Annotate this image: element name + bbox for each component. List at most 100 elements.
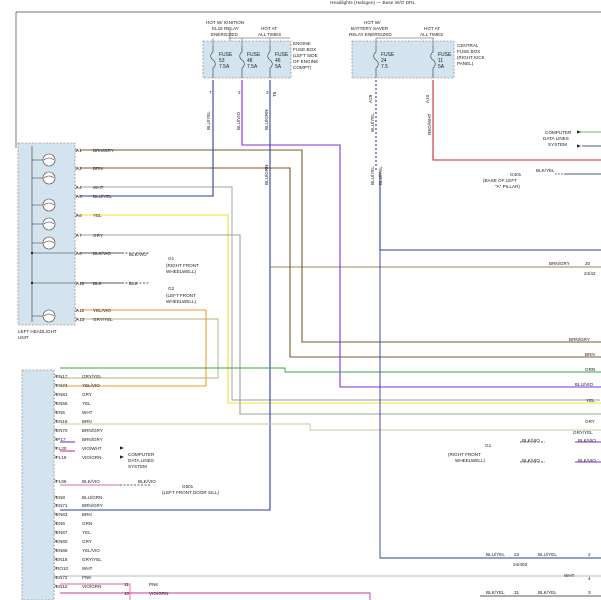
bc-wht-pin: 4 [588, 576, 591, 581]
wire-brn-a2 [80, 167, 601, 358]
bm-pin-12: EN71 [56, 503, 68, 508]
headlight-wire-5: GRY [93, 233, 103, 238]
bm-pin-arrow-0 [53, 374, 58, 378]
bm-wire-9: VIO/GRN [82, 455, 101, 460]
central-hot-w: HOT W/ [364, 20, 381, 25]
fuse48-symbol [239, 46, 245, 78]
bm-pin-17: EN66 [56, 548, 68, 553]
top-computer-0: COMPUTER [545, 130, 572, 135]
bc-bluyel-pin-b: 2 [588, 552, 591, 557]
left-headlight-unit: LEFT HEADLIGHT UNIT [17, 142, 76, 340]
wire-gry-a7 [80, 234, 601, 415]
bm-pin-4: EN5 [56, 410, 65, 415]
fuse11-num: 11 [438, 58, 443, 64]
bm-wire-14: GRN [82, 521, 92, 526]
bottom-module [21, 369, 55, 600]
bm-pin-arrow-6 [53, 428, 58, 432]
bulb-0 [42, 153, 56, 167]
g2-wire: BLK [129, 281, 139, 286]
bm-computer-2: SYSTEM [128, 464, 147, 469]
headlight-wire-9: GRY/YEL [93, 317, 113, 322]
bm-pin-arrow-1 [53, 383, 58, 387]
bulb-filament-5 [43, 313, 55, 317]
headlight-pin-4: A6 [76, 213, 82, 218]
bm-wire-19: WHT [82, 566, 93, 571]
wire-blu-yel-a5 [80, 80, 214, 197]
bm-pin-arrow-12 [53, 503, 58, 507]
right-label-5: GRY [585, 419, 595, 424]
bm-computer-0: COMPUTER [128, 452, 155, 457]
wire-blu-vio-fuse48 [241, 80, 601, 388]
headlight-wire-2: WHT [93, 185, 104, 190]
fuse46-label: FUSE [275, 52, 289, 58]
engine-hot-at: HOT AT [261, 26, 277, 31]
fuse24-amp: 7.5 [381, 64, 388, 70]
headlight-wire-7: BLK [93, 281, 103, 286]
bulb-filament-4 [43, 240, 55, 244]
bm-pin-2: EN81 [56, 392, 68, 397]
headlight-pin-8: A12 [76, 308, 85, 313]
fuse53-amp: 7.5A [219, 64, 230, 70]
arrow-top-2 [577, 144, 581, 148]
headlight-pin-3: A5 [76, 194, 82, 199]
engine-fuse-box-rect [202, 40, 292, 79]
headlight-pin-6: A8 [76, 251, 82, 256]
bm-pin-arrow-21 [53, 584, 58, 588]
conn-right-tag: 24/42 [584, 271, 596, 276]
engine-box-name-3: OF ENGINE [293, 59, 318, 64]
g1r-desc-0: (RIGHT FRONT [448, 452, 481, 457]
bm-computer-1: DATA LINES [128, 458, 154, 463]
bm-pin-arrow-3 [53, 401, 58, 405]
headlight-wire-0: BRN/GRY [93, 148, 114, 153]
bm-pin-14: EN6 [56, 521, 65, 526]
wire-label-c5b: BLU/YEL [378, 166, 383, 185]
bulb-filament-3 [43, 221, 55, 225]
bm-pin-arrow-20 [53, 575, 58, 579]
engine-box-name-2: (LEFT SIDE [293, 53, 318, 58]
g1r-wire-b: BLK/VIO [522, 458, 540, 463]
engine-energized: ENERGIZED [211, 32, 238, 37]
wire-label-c3: BLU/GRN [264, 110, 269, 130]
bm-pin-15: EN67 [56, 530, 68, 535]
g1r-desc-1: WHEELWELL) [455, 458, 486, 463]
wire-blu-yel-bottom [379, 250, 601, 559]
fuse48-num: 48 [247, 58, 253, 64]
bm-pin-3: EN56 [56, 401, 68, 406]
bm-pin-7: IP17 [56, 437, 66, 442]
bm-wire-1: YEL/VIO [82, 383, 100, 388]
central-box-name-2: (RIGHT KICK [457, 55, 486, 60]
fuse11-label: FUSE [438, 52, 452, 58]
bm-pin-10: FL66 [56, 479, 67, 484]
wire-yel-vio-a12 [60, 309, 207, 387]
bulb-filament-0 [43, 157, 55, 161]
bc-viogrn-pin: 10 [124, 591, 130, 596]
bc-pnk-pin: 11 [124, 582, 129, 587]
wire-label-c5a: BLU/YEL [370, 166, 375, 185]
central-all-times: ALL TIMES [420, 32, 443, 37]
bm-wire-12: BRN/GRY [82, 503, 103, 508]
fuse48-amp: 7.5A [247, 64, 258, 70]
ground-tap-dot-0 [30, 251, 34, 255]
g2-desc-0: (LEFT FRONT [166, 293, 196, 298]
right-label-2: GRN [585, 367, 595, 372]
engine-pin-2: 2 [238, 90, 241, 95]
wire-pnk-bottom [60, 583, 131, 600]
engine-box-name-4: COMPT) [293, 65, 312, 70]
engine-fuse-box: HOT W/ IGNITION KL15 RELAY ENERGIZED HOT… [202, 20, 318, 97]
central-hot-at: HOT AT [424, 26, 440, 31]
wire-brn-gry-a1 [80, 149, 601, 343]
fuse11-amp: 5A [438, 64, 445, 70]
wire-blu-yel-fuse24 [379, 172, 601, 251]
bm-pin-9: FL19 [56, 455, 67, 460]
central-pin-a29: A29 [368, 94, 373, 103]
conn-right-wire: BRN/GRY [549, 261, 570, 266]
bm-wire-2: GRY [82, 392, 92, 397]
bulb-4 [42, 236, 56, 250]
bm-pin-arrow-15 [53, 530, 58, 534]
wire-yel-a6 [80, 214, 601, 404]
fuse11-symbol [430, 46, 436, 78]
fuse53-symbol [210, 46, 216, 78]
